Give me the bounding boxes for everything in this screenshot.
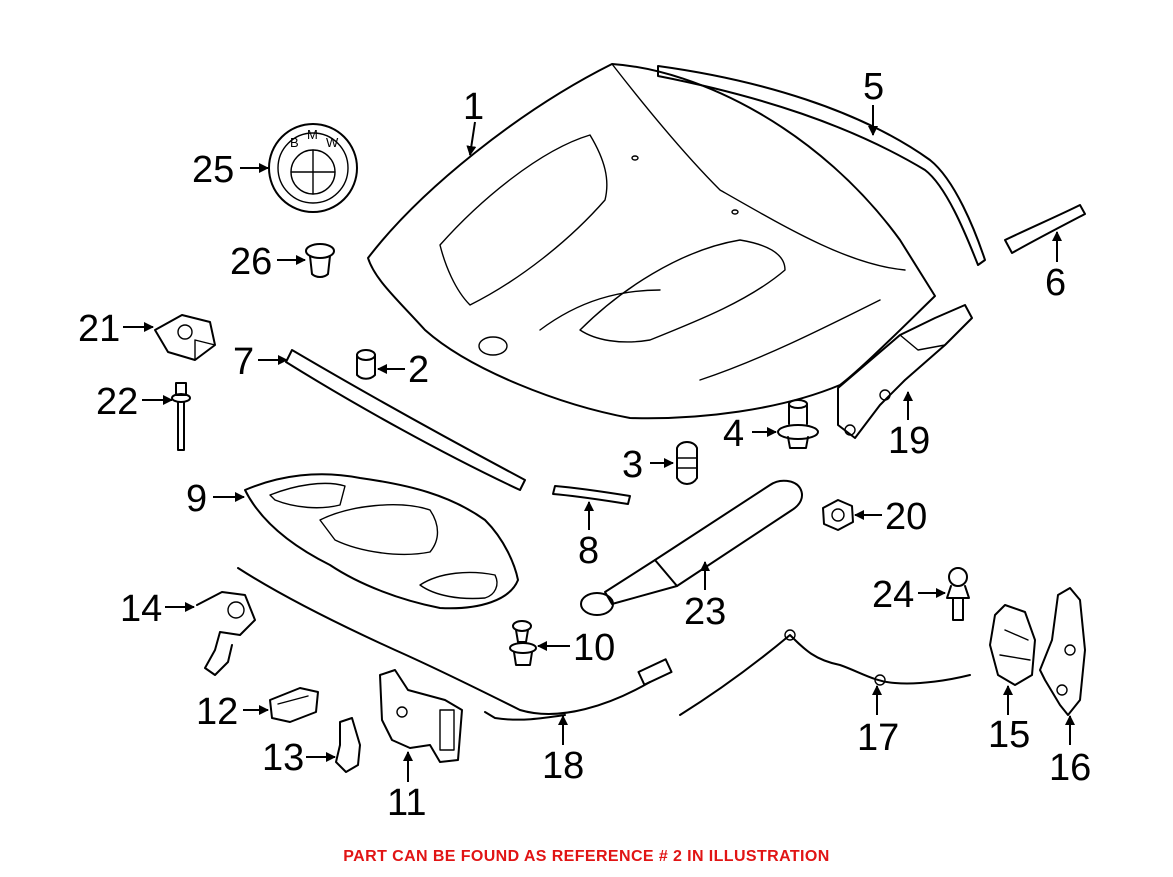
part-24-ball-stud [946,567,970,621]
emblem-letter-w: W [326,135,339,150]
callout-2: 2 [408,349,429,391]
callout-26: 26 [230,241,272,283]
callout-17: 17 [857,717,899,759]
part-15-catch [989,604,1036,686]
callout-21: 21 [78,308,120,350]
part-3-buffer [676,441,698,485]
callout-18: 18 [542,745,584,787]
callout-25: 25 [192,149,234,191]
callout-14: 14 [120,588,162,630]
callout-23: 23 [684,591,726,633]
callout-13: 13 [262,737,304,779]
part-1-hood [367,63,936,420]
part-14-latch-bracket [196,591,256,676]
callout-8: 8 [578,530,599,572]
callout-1: 1 [463,86,484,128]
callout-7: 7 [233,341,254,383]
callout-22: 22 [96,381,138,423]
callout-4: 4 [723,413,744,455]
callout-19: 19 [888,420,930,462]
callout-3: 3 [622,444,643,486]
reference-note: PART CAN BE FOUND AS REFERENCE # 2 IN IL… [343,848,830,865]
callout-16: 16 [1049,747,1091,789]
part-8-small-seal [552,485,631,505]
part-23-gas-strut [580,479,803,616]
emblem-letter-m: M [307,127,318,142]
part-10-push-clip [509,620,537,666]
part-13-lever [335,717,361,773]
emblem-letter-b: B [290,135,299,150]
part-11-hood-latch [379,669,463,763]
part-5-seal-strip [657,65,986,266]
leader-lines [123,105,1075,782]
part-2-bumper [356,349,376,380]
part-4-clip [777,399,819,449]
part-12-clip [269,687,319,723]
callout-20: 20 [885,496,927,538]
part-25-emblem: B M W [268,123,358,213]
part-26-grommet [305,243,335,278]
part-16-bracket [1039,587,1086,716]
part-7-front-seal [285,349,526,491]
part-9-insulation [244,473,519,610]
callout-15: 15 [988,714,1030,756]
leader-1 [466,121,477,156]
callout-24: 24 [872,574,914,616]
callout-9: 9 [186,478,207,520]
part-22-bolt [171,382,191,451]
callout-11: 11 [387,782,426,824]
callout-5: 5 [863,66,884,108]
part-17-cable [679,629,971,716]
callout-12: 12 [196,691,238,733]
callout-6: 6 [1045,262,1066,304]
part-19-hinge [837,304,973,439]
part-6-seal-end [1004,204,1086,254]
part-21-bracket [154,314,216,361]
callout-10: 10 [573,627,615,669]
part-20-nut [822,499,854,531]
callout-labels: 1 2 3 4 5 6 7 8 9 10 11 12 13 14 15 16 1… [78,66,1091,824]
